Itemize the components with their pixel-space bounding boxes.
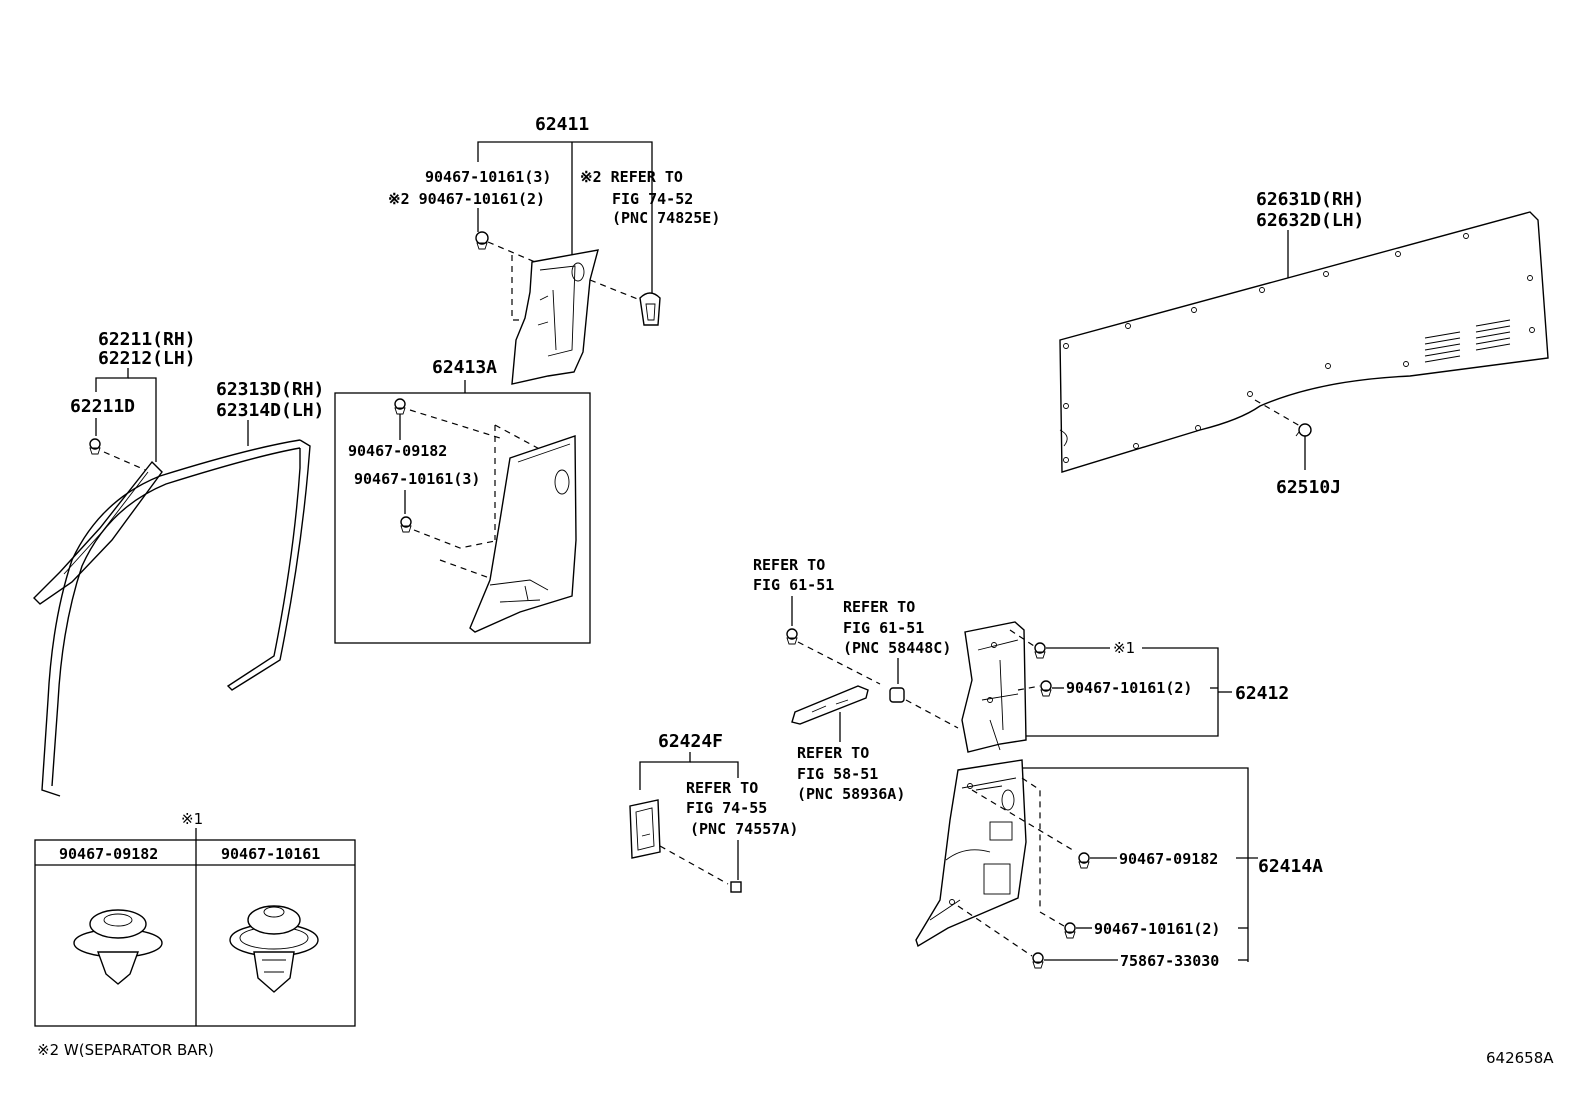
pillar-trim-62411	[511, 249, 599, 385]
hook-bracket-62424f	[629, 799, 661, 859]
door-weatherstrip	[41, 439, 311, 797]
group-62211: 62211(RH) 62212(LH) 62211D	[33, 329, 196, 605]
group-62631d: 62631D(RH) 62632D(LH) 62510J	[1059, 189, 1549, 498]
refer-fig-74-55-line3: (PNC 74557A)	[690, 820, 798, 838]
legend-col2-header: 90467-10161	[221, 845, 320, 863]
refer-fig-61-51-58448c-line2: FIG 61-51	[843, 619, 924, 637]
part-90467-10161-3-box-label: 90467-10161(3)	[354, 470, 480, 488]
strap-bracket	[791, 685, 869, 725]
clip-icon	[89, 438, 101, 455]
part-62632d-lh-label: 62632D(LH)	[1256, 210, 1364, 231]
figure-code: 642658A	[1486, 1049, 1554, 1067]
refer-fig-74-55-line2: FIG 74-55	[686, 799, 767, 817]
clip-icon	[475, 231, 489, 250]
part-90467-09182-label: 90467-09182	[348, 442, 447, 460]
part-62313d-rh-label: 62313D(RH)	[216, 379, 324, 400]
part-90467-10161-3-label: 90467-10161(3)	[425, 168, 551, 186]
group-62411: 62411 90467-10161(3) ※2 90467-10161(2) ※…	[388, 114, 720, 385]
refer-fig-74-52-line2: FIG 74-52	[612, 190, 693, 208]
clip-icon	[394, 398, 406, 415]
refer-fig-74-52-line1: ※2 REFER TO	[580, 168, 683, 186]
group-62424f: 62424F REFER TO FIG 74-55 (PNC 74557A)	[629, 731, 798, 893]
legend-col1-header: 90467-09182	[59, 845, 158, 863]
part-90467-10161-2-lower-label: 90467-10161(2)	[1094, 920, 1220, 938]
part-62211-rh-label: 62211(RH)	[98, 329, 196, 350]
pillar-trim-62412	[961, 621, 1027, 753]
group-62412: REFER TO FIG 61-51 REFER TO FIG 61-51 (P…	[753, 556, 1289, 803]
part-62413a-label: 62413A	[432, 357, 497, 378]
refer-fig-74-52-line3: (PNC 74825E)	[612, 209, 720, 227]
quarter-panel-62631d	[1059, 211, 1549, 473]
refer-fig-61-51-line2: FIG 61-51	[753, 576, 834, 594]
nut-icon	[889, 687, 905, 703]
legend-table: ※1 90467-09182 90467-10161	[34, 810, 356, 1027]
refer-fig-61-51-58448c-line3: (PNC 58448C)	[843, 639, 951, 657]
box-62413a	[334, 392, 591, 644]
part-62631d-rh-label: 62631D(RH)	[1256, 189, 1364, 210]
refer-fig-58-51-line1: REFER TO	[797, 744, 869, 762]
quarter-trim-62414a	[915, 759, 1027, 948]
group-62413a: 62413A 90467-09182 90467-10161(3)	[334, 357, 591, 644]
note-1-right-label: ※1	[1113, 639, 1135, 657]
clip-icon	[1034, 642, 1046, 659]
clip-icon	[1064, 922, 1076, 939]
push-clip-icon	[1295, 423, 1312, 437]
part-62211d-label: 62211D	[70, 396, 135, 417]
part-62414a-label: 62414A	[1258, 856, 1323, 877]
footnote: ※2 W(SEPARATOR BAR)	[37, 1041, 214, 1059]
refer-fig-74-55-line1: REFER TO	[686, 779, 758, 797]
part-62412-label: 62412	[1235, 683, 1289, 704]
part-90467-10161-2-label: ※2 90467-10161(2)	[388, 190, 545, 208]
part-90467-09182-right-label: 90467-09182	[1119, 850, 1218, 868]
screw-icon	[1032, 952, 1044, 969]
clip-10161-icon	[229, 905, 319, 993]
bolt-icon	[786, 628, 798, 645]
part-90467-10161-2-right-label: 90467-10161(2)	[1066, 679, 1192, 697]
group-62313d: 62313D(RH) 62314D(LH)	[41, 379, 324, 797]
part-62314d-lh-label: 62314D(LH)	[216, 400, 324, 421]
cap-icon	[730, 881, 742, 893]
part-62411-label: 62411	[535, 114, 589, 135]
group-62414a: 90467-09182 62414A 90467-10161(2) 75867-…	[915, 759, 1323, 970]
part-62510j-label: 62510J	[1276, 477, 1341, 498]
vent-grille-icon	[1424, 319, 1511, 363]
refer-fig-58-51-line2: FIG 58-51	[797, 765, 878, 783]
retainer-clip-icon	[639, 292, 661, 326]
clip-icon	[1040, 680, 1052, 697]
clip-09182-icon	[73, 909, 163, 985]
clip-icon	[400, 516, 412, 533]
refer-fig-61-51-58448c-line1: REFER TO	[843, 598, 915, 616]
part-75867-33030-label: 75867-33030	[1120, 952, 1219, 970]
refer-fig-61-51-line1: REFER TO	[753, 556, 825, 574]
refer-fig-58-51-line3: (PNC 58936A)	[797, 785, 905, 803]
part-62424f-label: 62424F	[658, 731, 723, 752]
clip-icon	[1078, 852, 1090, 869]
legend-marker: ※1	[181, 810, 203, 828]
part-62212-lh-label: 62212(LH)	[98, 348, 196, 369]
quarter-trim-62413a	[469, 435, 577, 633]
